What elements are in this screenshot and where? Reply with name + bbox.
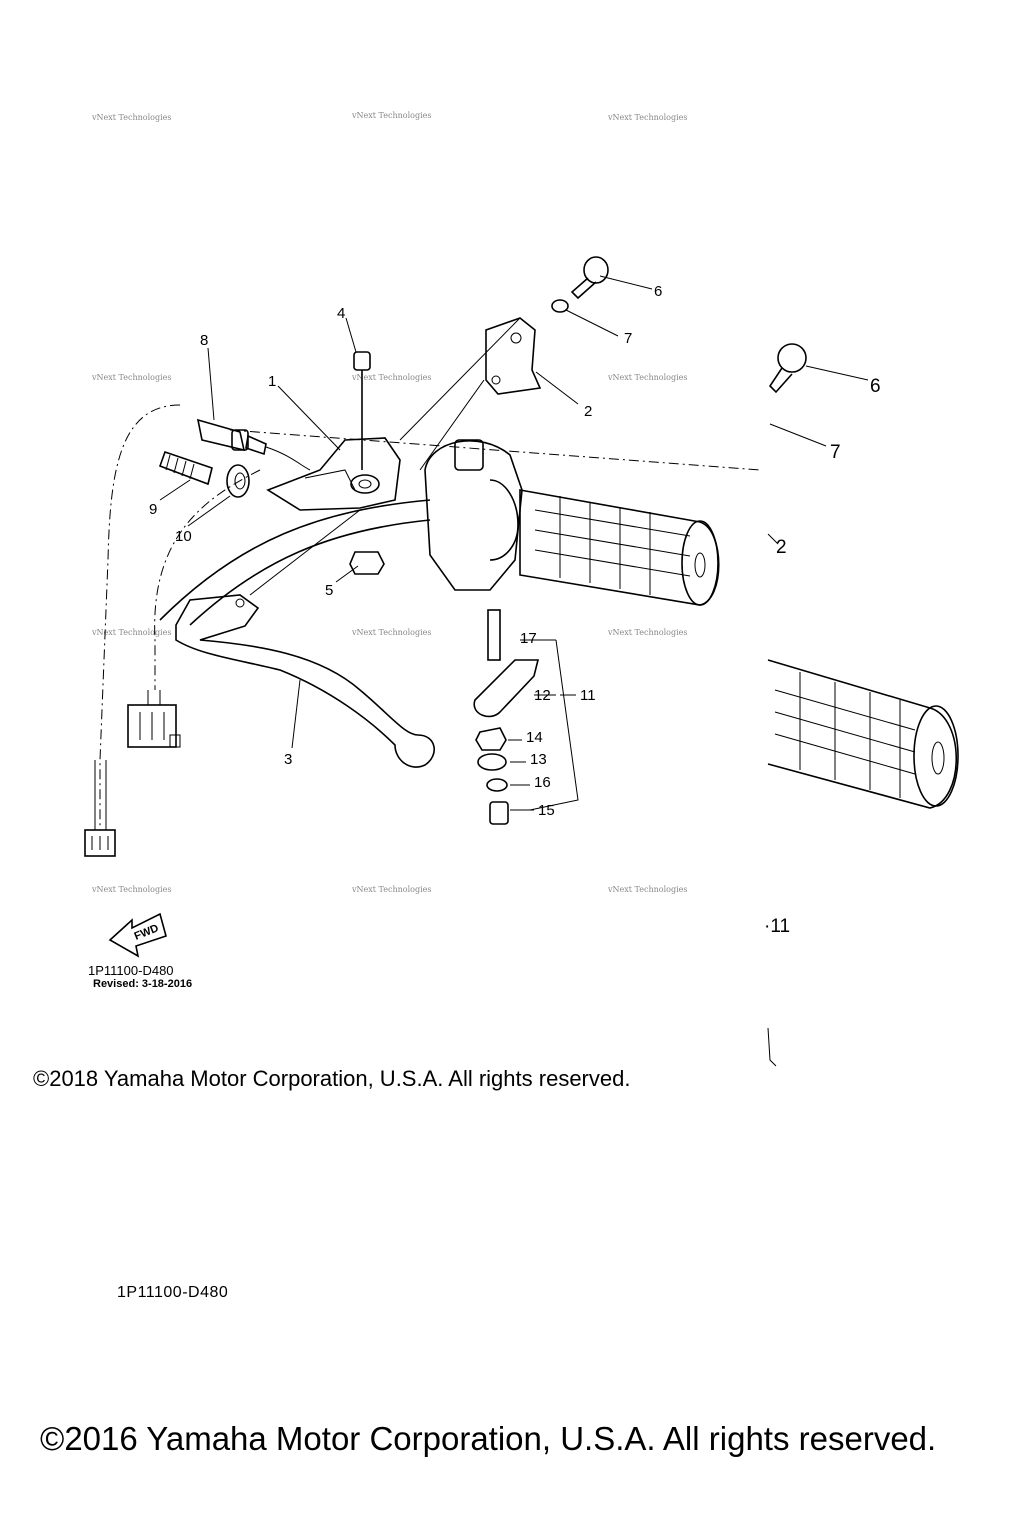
cable-adjuster-icon [196,418,311,471]
screw-icon [489,801,509,825]
callout-14: 14 [526,729,543,746]
handlebar-centerline [229,429,761,471]
watermark: vNext Technologies [91,113,171,122]
watermark: vNext Technologies [607,373,687,382]
fwd-arrow-icon: FWD [108,912,167,958]
handlebar-icon [159,499,431,621]
grip-icon [767,659,959,809]
leader-lines [159,275,653,811]
callouts: 1 2 3 4 5 6 7 8 9 10 11 12 13 14 15 16 1… [149,283,662,819]
diagram-code: 1P11100-D480 [88,963,174,978]
switch-wire-harness [84,404,261,857]
callout-12: 12 [534,687,551,704]
connector-icon [84,829,116,857]
callout-17: 17 [520,630,537,647]
overlay-callout-7: 7 [830,442,841,463]
copyright-notice-large: ©2016 Yamaha Motor Corporation, U.S.A. A… [40,1420,937,1457]
bolt-icon [487,609,501,661]
screw-icon [777,343,807,373]
overlay-callout-11: ·11 [764,916,790,937]
copyright-notice: ©2018 Yamaha Motor Corporation, U.S.A. A… [33,1066,631,1091]
overlay-callout-6: 6 [870,376,881,397]
choke-lever-icon [473,659,540,718]
screw-icon [570,256,609,300]
watermark: vNext Technologies [607,885,687,894]
watermark: vNext Technologies [351,373,431,382]
callout-16: 16 [534,774,551,791]
callout-3: 3 [284,751,292,768]
callout-2: 2 [584,403,592,420]
callout-8: 8 [200,332,208,349]
watermark: vNext Technologies [351,628,431,637]
callout-5: 5 [325,582,333,599]
grip-icon [519,489,720,606]
callout-15: 15 [538,802,555,819]
watermark: vNext Technologies [351,111,431,120]
overlay-callout-2: 2 [776,537,787,558]
callout-10: 10 [175,528,192,545]
callout-4: 4 [337,305,345,322]
pivot-bolt-icon [353,351,371,470]
callout-6: 6 [654,283,662,300]
watermark: vNext Technologies [607,113,687,122]
watermark: vNext Technologies [91,628,171,637]
nut-icon [349,551,385,575]
diagram-code-large: 1P11100-D480 [117,1284,229,1301]
locknut-icon [226,464,250,498]
callout-13: 13 [530,751,547,768]
handlebar-switch-icon [424,439,523,591]
callout-7: 7 [624,330,632,347]
watermark: vNext Technologies [607,628,687,637]
callout-1: 1 [268,373,276,390]
watermarks: vNext Technologies vNext Technologies vN… [91,111,687,894]
lever-holder-icon [266,437,401,511]
clutch-lever-icon [175,594,435,768]
spring-washer-icon [486,778,508,792]
enlarged-overlay: 6 7 2 ·11 [764,340,1024,1220]
washer-icon [477,753,507,771]
clamp-icon [485,317,542,395]
nut-icon [475,727,507,751]
watermark: vNext Technologies [91,373,171,382]
lever-stack-icon [473,609,540,825]
callout-9: 9 [149,501,157,518]
callout-11: 11 [580,687,596,704]
revised-date: Revised: 3-18-2016 [93,978,193,990]
watermark: vNext Technologies [91,885,171,894]
adjuster-sleeve-icon [158,450,213,486]
connector-icon [127,704,177,748]
watermark: vNext Technologies [351,885,431,894]
washer-icon [551,299,569,313]
